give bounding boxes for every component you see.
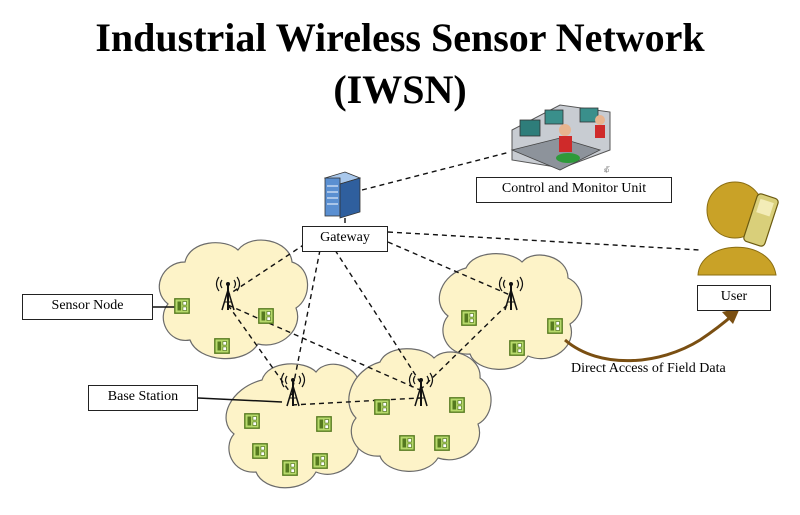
sensor-node-icon [244,413,260,429]
direct-access-arrow [564,308,740,363]
sensor-node-icon [547,318,563,334]
sensor-node-label: Sensor Node [22,294,153,320]
svg-text:ఖ్: ఖ్ [604,166,610,174]
network-links [227,151,701,406]
cloud-cluster-1 [158,239,309,360]
title-line-1: Industrial Wireless Sensor Network [95,15,705,60]
sensor-node-icon [258,308,274,324]
user-phone-icon [697,181,779,276]
direct-access-label: Direct Access of Field Data [571,361,726,376]
control-unit-label: Control and Monitor Unit [476,177,672,203]
sensor-node-icon [174,298,190,314]
pointer-lines [153,306,283,403]
sensor-node-icon [312,453,328,469]
control-room-icon: ఖ్ [510,104,611,174]
sensor-node-icon [399,435,415,451]
gateway-label: Gateway [302,226,388,252]
server-icon [323,171,362,219]
sensor-node-icon [282,460,298,476]
sensor-node-icon [374,399,390,415]
sensor-node-icon [449,397,465,413]
cloud-cluster-3 [348,348,492,472]
sensor-node-icon [214,338,230,354]
sensor-node-icon [434,435,450,451]
user-label: User [697,285,771,311]
sensor-node-icon [509,340,525,356]
cloud-cluster-4 [438,253,583,370]
sensor-node-icon [316,416,332,432]
base-station-label: Base Station [88,385,198,411]
sensor-node-icon [461,310,477,326]
sensor-node-icon [252,443,268,459]
title-line-2: (IWSN) [333,67,467,112]
